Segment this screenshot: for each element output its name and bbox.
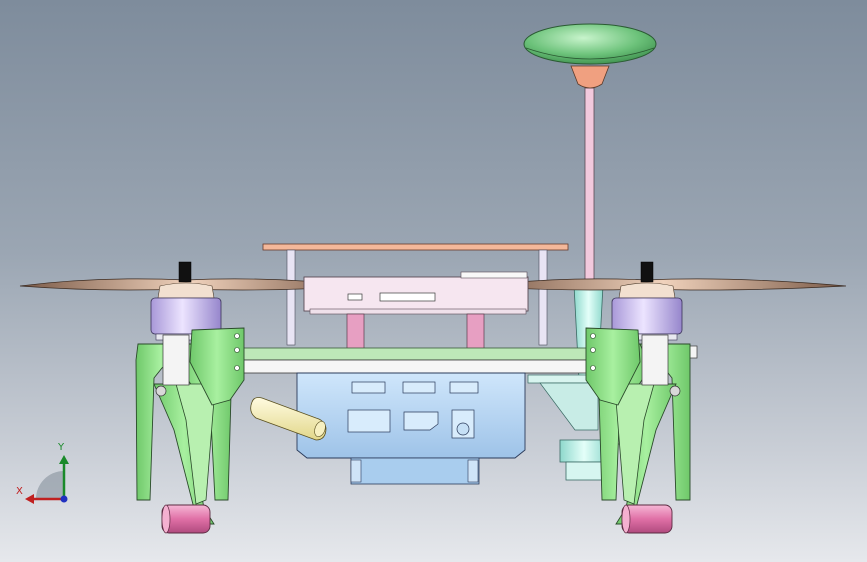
top-board [262,243,569,251]
gps-base [570,65,610,89]
frame-plate [207,347,641,361]
battery-box[interactable] [296,372,526,485]
coordinate-triad [25,455,69,504]
landing-gear-left[interactable] [135,327,245,525]
standoff-left [286,249,296,346]
y-axis-label: Y [58,442,65,453]
x-axis-label: X [16,486,23,497]
frame-lower-bar [237,359,609,374]
gps-mast [584,87,595,289]
gps-dome[interactable] [523,23,657,65]
top-board-assembly[interactable] [262,243,569,346]
antenna[interactable] [250,397,328,441]
roller-right[interactable] [621,504,673,534]
gps-mast-assembly[interactable] [523,23,657,289]
flight-controller[interactable] [303,271,529,363]
roller-left[interactable] [161,504,211,534]
z-axis-dot [60,495,68,503]
motor-right[interactable] [611,282,683,341]
standoff-right [538,249,548,346]
landing-gear-right[interactable] [585,327,691,525]
